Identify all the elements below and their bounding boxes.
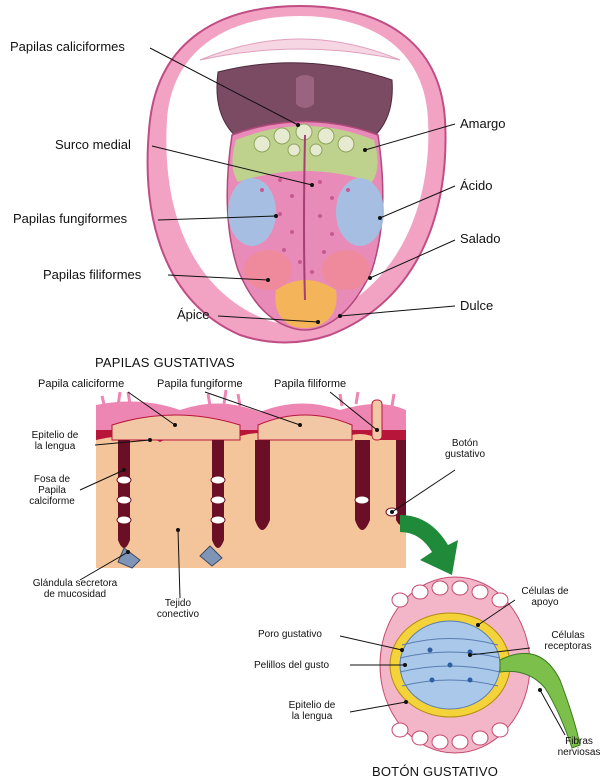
label-apice: Ápice — [177, 308, 210, 321]
label-fosa-line3: calciforme — [22, 496, 82, 507]
label-celulas-receptoras-line1: Células — [533, 630, 603, 641]
label-bud-epitelio-line2: la lengua — [282, 711, 342, 722]
label-tejido-line1: Tejido — [148, 598, 208, 609]
zone-acido-right — [336, 178, 384, 246]
label-pelillos: Pelillos del gusto — [254, 659, 329, 672]
label-papila-filiforme: Papila filiforme — [274, 378, 346, 391]
label-acido: Ácido — [460, 179, 493, 192]
label-glandula-line2: de mucosidad — [20, 589, 130, 600]
label-fosa-line1: Fosa de — [22, 474, 82, 485]
label-boton-line2: gustativo — [435, 449, 495, 460]
label-celulas-apoyo: Células de apoyo — [510, 586, 580, 608]
label-tejido-line2: conectivo — [148, 609, 208, 620]
label-bud-epitelio-line1: Epitelio de — [282, 700, 342, 711]
label-poro: Poro gustativo — [258, 628, 322, 641]
label-fosa-line2: Papila — [22, 485, 82, 496]
label-papilas-fungiformes: Papilas fungiformes — [13, 212, 127, 225]
label-fosa: Fosa de Papila calciforme — [22, 474, 82, 507]
median-groove — [304, 135, 305, 300]
label-bud-epitelio: Epitelio de la lengua — [282, 700, 342, 722]
label-epitelio: Epitelio de la lengua — [25, 430, 85, 452]
label-epitelio-line1: Epitelio de — [25, 430, 85, 441]
label-glandula: Glándula secretora de mucosidad — [20, 578, 130, 600]
label-dulce: Dulce — [460, 299, 493, 312]
label-celulas-receptoras-line2: receptoras — [533, 641, 603, 652]
zone-acido-left — [228, 178, 276, 246]
zone-salado-left — [244, 250, 292, 290]
bud-title: BOTÓN GUSTATIVO — [372, 764, 498, 779]
label-papilas-filiformes: Papilas filiformes — [43, 268, 141, 281]
label-papila-fungiforme: Papila fungiforme — [157, 378, 243, 391]
label-salado: Salado — [460, 232, 500, 245]
label-celulas-receptoras: Células receptoras — [533, 630, 603, 652]
filiform-spike — [372, 400, 382, 440]
label-epitelio-line2: la lengua — [25, 441, 85, 452]
label-fibras: Fibras nerviosas — [556, 736, 602, 758]
label-fibras-line2: nerviosas — [556, 747, 602, 758]
label-glandula-line1: Glándula secretora — [20, 578, 130, 589]
label-surco-medial: Surco medial — [55, 138, 131, 151]
section-title: PAPILAS GUSTATIVAS — [95, 355, 235, 370]
label-tejido: Tejido conectivo — [148, 598, 208, 620]
green-arrow — [400, 515, 458, 575]
label-amargo: Amargo — [460, 117, 506, 130]
uvula — [296, 75, 314, 108]
zone-salado-right — [322, 250, 370, 290]
label-boton-line1: Botón — [435, 438, 495, 449]
label-celulas-apoyo-line2: apoyo — [510, 597, 580, 608]
label-papilas-caliciformes: Papilas caliciformes — [10, 40, 125, 53]
label-celulas-apoyo-line1: Células de — [510, 586, 580, 597]
label-papila-caliciforme: Papila caliciforme — [38, 378, 124, 391]
label-fibras-line1: Fibras — [556, 736, 602, 747]
label-boton: Botón gustativo — [435, 438, 495, 460]
